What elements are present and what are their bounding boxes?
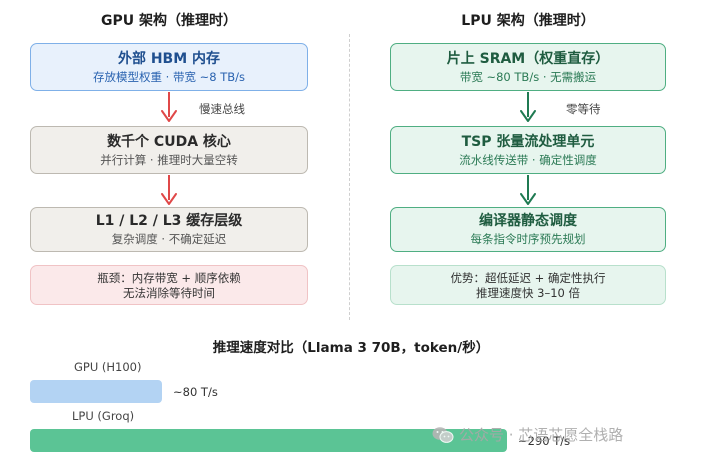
gpu-hbm-title: 外部 HBM 内存: [117, 50, 221, 67]
gpu-cache-box: L1 / L2 / L3 缓存层级 复杂调度 · 不确定延迟: [30, 207, 308, 252]
lpu-bar-label: LPU (Groq): [72, 409, 135, 423]
gpu-cache-title: L1 / L2 / L3 缓存层级: [95, 213, 243, 229]
watermark-text: 公众号 · 芯语芯愿全栈路: [459, 426, 624, 444]
lpu-tsp-box: TSP 张量流处理单元 流水线传送带 · 确定性调度: [390, 126, 666, 174]
lpu-note-line2: 推理速度快 3–10 倍: [475, 286, 580, 300]
lpu-tsp-title: TSP 张量流处理单元: [461, 133, 595, 150]
lpu-tsp-subtitle: 流水线传送带 · 确定性调度: [459, 152, 597, 167]
gpu-cache-subtitle: 复杂调度 · 不确定延迟: [111, 232, 227, 246]
gpu-note-line1: 瓶颈：内存带宽 + 顺序依赖: [97, 271, 241, 285]
gpu-arrow-2: [161, 175, 177, 205]
lpu-compiler-box: 编译器静态调度 每条指令时序预先规划: [390, 207, 666, 252]
wechat-icon: [432, 426, 454, 443]
lpu-sram-box: 片上 SRAM（权重直存） 带宽 ~80 TB/s · 无需搬运: [390, 43, 666, 91]
lpu-sram-title: 片上 SRAM（权重直存）: [446, 50, 610, 67]
lpu-sram-subtitle: 带宽 ~80 TB/s · 无需搬运: [459, 69, 597, 84]
gpu-note-line2: 无法消除等待时间: [123, 286, 215, 300]
column-divider: [349, 34, 350, 320]
lpu-bar-value: ~290 T/s: [518, 434, 571, 448]
gpu-speed-bar: [30, 380, 162, 403]
lpu-arrow-1: [520, 92, 536, 122]
lpu-arrow-2: [520, 175, 536, 205]
lpu-compiler-subtitle: 每条指令时序预先规划: [470, 232, 586, 246]
gpu-cuda-subtitle: 并行计算 · 推理时大量空转: [100, 152, 238, 167]
lpu-note-line1: 优势：超低延迟 + 确定性执行: [450, 271, 606, 285]
gpu-cuda-box: 数千个 CUDA 核心 并行计算 · 推理时大量空转: [30, 126, 308, 174]
watermark: 公众号 · 芯语芯愿全栈路: [432, 424, 623, 445]
gpu-column-title: GPU 架构（推理时）: [101, 13, 237, 29]
gpu-hbm-box: 外部 HBM 内存 存放模型权重 · 带宽 ~8 TB/s: [30, 43, 308, 91]
lpu-speed-bar: [30, 429, 507, 452]
gpu-bar-value: ~80 T/s: [173, 385, 218, 399]
lpu-column-title: LPU 架构（推理时）: [461, 13, 595, 29]
lpu-compiler-title: 编译器静态调度: [479, 213, 577, 229]
gpu-cuda-title: 数千个 CUDA 核心: [107, 133, 231, 150]
lpu-arrow-label: 零等待: [566, 102, 601, 116]
gpu-bottleneck-note: 瓶颈：内存带宽 + 顺序依赖 无法消除等待时间: [30, 265, 308, 305]
gpu-hbm-subtitle: 存放模型权重 · 带宽 ~8 TB/s: [92, 69, 245, 84]
gpu-arrow-label: 慢速总线: [199, 102, 245, 116]
chart-title: 推理速度对比（Llama 3 70B，token/秒）: [212, 340, 490, 356]
gpu-bar-label: GPU (H100): [74, 360, 142, 374]
lpu-advantage-note: 优势：超低延迟 + 确定性执行 推理速度快 3–10 倍: [390, 265, 666, 305]
gpu-arrow-1: [161, 92, 177, 122]
